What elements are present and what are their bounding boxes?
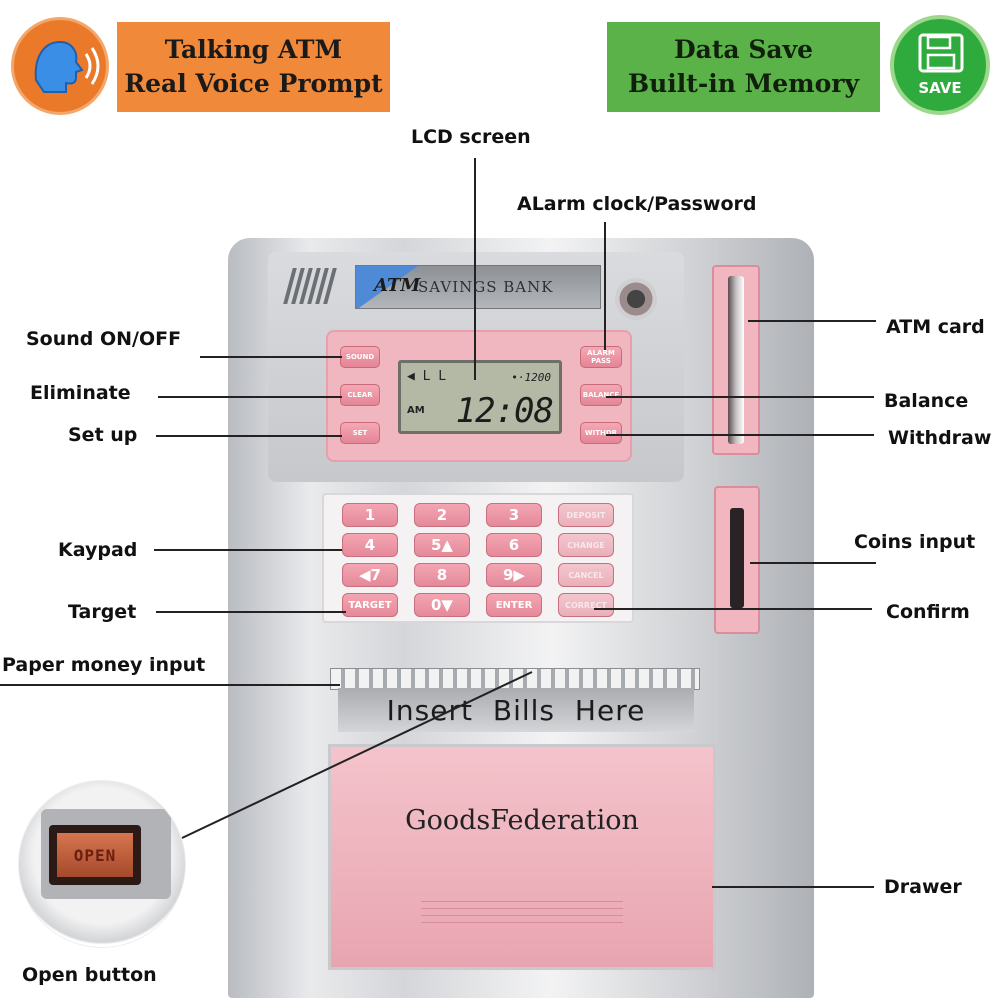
data-save-banner: Data Save Built-in Memory	[607, 22, 880, 112]
key-2[interactable]: 2	[414, 503, 470, 527]
drawer-grip	[421, 895, 623, 923]
eliminate-callout-line	[158, 396, 342, 398]
key-3[interactable]: 3	[486, 503, 542, 527]
confirm-callout-line	[594, 608, 872, 610]
withdraw-callout-line	[606, 434, 874, 436]
key-cancel[interactable]: CANCEL	[558, 563, 614, 587]
label-atm-card: ATM card	[886, 316, 985, 338]
balance-button[interactable]: BALANCE	[580, 384, 622, 406]
drawer[interactable]: GoodsFederation	[328, 744, 716, 970]
camera-lens-icon	[615, 278, 657, 320]
withdraw-button[interactable]: WITHDR	[580, 422, 622, 444]
label-balance: Balance	[884, 390, 969, 412]
alarm-callout-line	[604, 222, 606, 350]
lcd-indicators: ◀ L L	[407, 369, 447, 384]
label-sound-on-off: Sound ON/OFF	[26, 328, 182, 350]
brand-plate: ATM SAVINGS BANK	[355, 265, 601, 309]
coins-callout-line	[750, 562, 876, 564]
key-4[interactable]: 4	[342, 533, 398, 557]
brand-name: SAVINGS BANK	[418, 278, 554, 296]
key-9[interactable]: 9▶	[486, 563, 542, 587]
lcd-time: 12:08	[455, 391, 554, 431]
floppy-disk-icon	[918, 33, 964, 73]
label-open-button: Open button	[22, 964, 157, 986]
atm-card-callout-line	[748, 320, 876, 322]
clear-button[interactable]: CLEAR	[340, 384, 380, 406]
key-8[interactable]: 8	[414, 563, 470, 587]
sound-callout-line	[200, 356, 342, 358]
lcd-am: AM	[407, 405, 425, 416]
alarm-password-button[interactable]: ALARM PASS	[580, 346, 622, 368]
set-button[interactable]: SET	[340, 422, 380, 444]
lcd-screen: ◀ L L •·1200 AM 12:08	[398, 360, 562, 434]
key-1[interactable]: 1	[342, 503, 398, 527]
label-coins-input: Coins input	[854, 531, 976, 553]
key-7[interactable]: ◀7	[342, 563, 398, 587]
balance-callout-line	[606, 396, 874, 398]
key-6[interactable]: 6	[486, 533, 542, 557]
label-target: Target	[68, 601, 137, 623]
coin-slot[interactable]	[730, 508, 744, 608]
lcd-small-readout: •·1200	[511, 371, 551, 384]
label-keypad: Kaypad	[58, 539, 138, 561]
save-badge: SAVE	[890, 15, 990, 115]
key-correct[interactable]: CORRECT	[558, 593, 614, 617]
target-callout-line	[156, 611, 346, 613]
key-deposit[interactable]: DEPOSIT	[558, 503, 614, 527]
setup-callout-line	[156, 435, 342, 437]
key-change[interactable]: CHANGE	[558, 533, 614, 557]
drawer-callout-line	[712, 886, 874, 888]
label-eliminate: Eliminate	[30, 382, 131, 404]
drawer-brand-text: GoodsFederation	[405, 805, 639, 836]
label-alarm-clock-password: ALarm clock/Password	[517, 193, 757, 215]
talking-atm-banner: Talking ATM Real Voice Prompt	[117, 22, 390, 112]
insert-bills-plate: Insert Bills Here	[338, 688, 694, 732]
paper-money-callout-line	[0, 684, 340, 686]
key-enter[interactable]: ENTER	[486, 593, 542, 617]
save-badge-text: SAVE	[918, 79, 962, 97]
label-set-up: Set up	[68, 424, 138, 446]
open-button-inset: OPEN	[18, 780, 186, 948]
key-5[interactable]: 5▲	[414, 533, 470, 557]
lcd-screen-callout-line	[474, 158, 476, 380]
brand-atm: ATM	[374, 275, 421, 296]
open-button[interactable]: OPEN	[57, 833, 133, 877]
key-0[interactable]: 0▼	[414, 593, 470, 617]
keypad-callout-line	[154, 549, 342, 551]
atm-card-slot[interactable]	[728, 276, 744, 444]
label-paper-money-input: Paper money input	[2, 654, 206, 676]
voice-speaker-icon	[11, 17, 109, 115]
label-drawer: Drawer	[884, 876, 962, 898]
label-lcd-screen: LCD screen	[411, 126, 531, 148]
key-target[interactable]: TARGET	[342, 593, 398, 617]
label-confirm: Confirm	[886, 601, 970, 623]
label-withdraw: Withdraw	[888, 427, 992, 449]
